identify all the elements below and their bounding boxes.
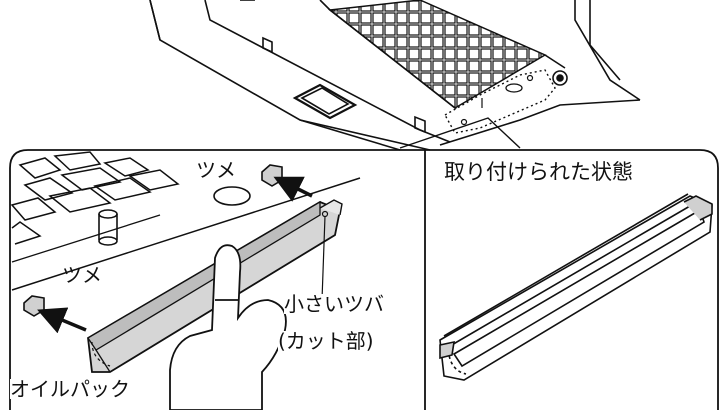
detail-panel-right	[425, 149, 719, 410]
range-hood-underside	[149, 0, 641, 151]
hood-handle	[292, 83, 358, 120]
label-small-tsuba: 小さいツバ	[284, 292, 384, 316]
hand-icon	[169, 244, 287, 411]
oil-pack-location	[444, 69, 556, 134]
installed-oil-pack	[439, 193, 713, 381]
hook-icon	[23, 295, 45, 317]
hook-icon	[261, 164, 283, 187]
arrow-icon	[273, 176, 313, 202]
label-cut-part: (カット部)	[278, 329, 374, 353]
callout-pointer	[399, 117, 521, 149]
label-tsume-top: ツメ	[196, 158, 236, 182]
label-tsume-left: ツメ	[62, 263, 102, 287]
arrow-icon	[37, 307, 87, 334]
stud	[98, 209, 118, 246]
label-installed-state: 取り付けられた状態	[444, 160, 633, 184]
screw-icon	[552, 70, 568, 86]
detail-panel-left	[9, 149, 426, 411]
label-oil-pack: オイルパック	[10, 377, 130, 401]
